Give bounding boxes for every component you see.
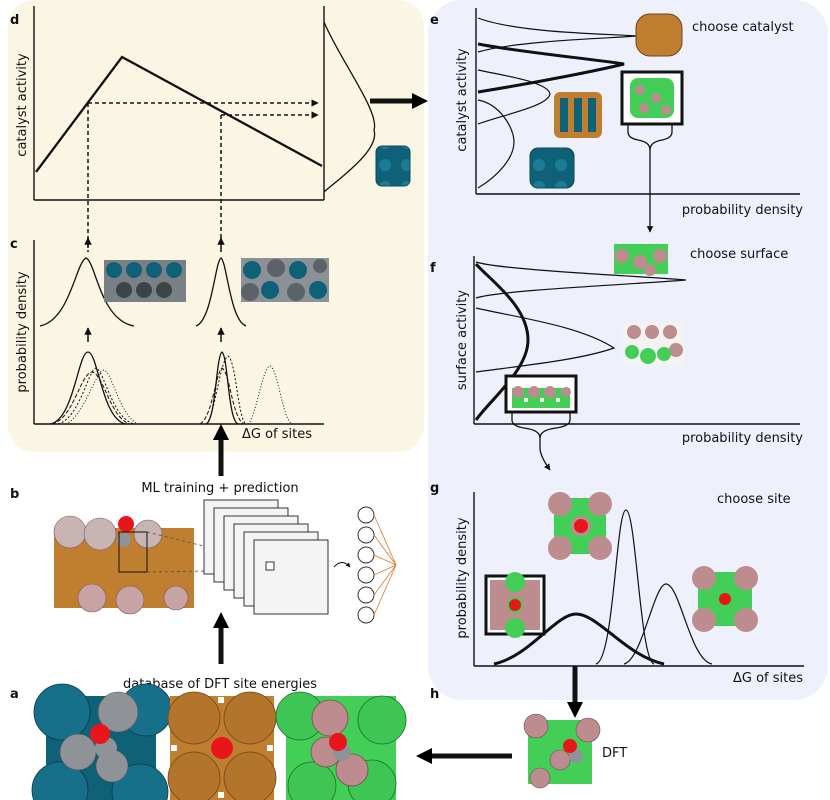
dft-site-copper: [167, 691, 277, 800]
panel-d-activity-distribution: [323, 21, 376, 193]
arrow-f-to-g: [511, 412, 551, 471]
panel-c-letter: c: [10, 237, 18, 252]
selected-surface-icon: [504, 374, 578, 414]
panel-d-letter: d: [10, 13, 19, 28]
dft-site-teal: [31, 683, 173, 800]
panel-g-ylabel: probability density: [455, 517, 470, 638]
panel-e-letter: e: [430, 13, 439, 28]
panel-g-letter: g: [430, 481, 439, 496]
panel-g-axes: [473, 492, 804, 667]
panel-e-bracket-right: [649, 124, 673, 151]
panel-e-distributions: [477, 17, 637, 189]
panel-f-caption: choose surface: [690, 247, 788, 262]
copper-teal-nanoparticle-icon: [554, 92, 602, 138]
neural-net-output-nodes: [357, 506, 375, 624]
panel-c-upper-peak-right: [195, 257, 247, 327]
cnn-feature-maps: [203, 499, 329, 615]
panel-g-xlabel: ΔG of sites: [733, 671, 803, 686]
panel-h-letter: h: [430, 687, 439, 702]
panel-b-letter: b: [10, 487, 19, 502]
panel-f-distributions: [474, 261, 687, 421]
panel-c-surface-image-right: [241, 258, 329, 302]
panel-b-surface-slab: [53, 515, 194, 615]
panel-c-surface-image-left: [104, 260, 186, 302]
panel-g-distributions: [493, 509, 713, 666]
panel-h-caption: DFT: [602, 746, 627, 761]
site-icon-right: [692, 566, 758, 632]
volcano-dashed-guides: [87, 99, 319, 252]
panel-f-ylabel: surface activity: [455, 290, 470, 390]
panel-f-xlabel: probability density: [682, 431, 803, 446]
panel-d-axes: [33, 6, 325, 201]
panel-e-axes: [475, 8, 800, 195]
panel-f-axes: [473, 256, 800, 425]
panel-c-ylabel: probability density: [15, 271, 30, 392]
site-icon-top: [548, 492, 612, 560]
copper-nanoparticle-icon: [635, 13, 683, 57]
dft-calculation-site: [523, 713, 601, 789]
panel-b-caption: ML training + prediction: [141, 481, 298, 496]
panel-g-caption: choose site: [717, 492, 791, 507]
selected-site-icon: [484, 572, 546, 638]
panel-d-ylabel: catalyst activity: [15, 53, 30, 157]
arrow-e-to-f: [627, 124, 654, 233]
panel-c-site-distributions: [49, 351, 293, 425]
panel-a-caption: database of DFT site energies: [123, 677, 317, 692]
dft-site-green-mauve: [275, 691, 407, 800]
surface-icon-top: [614, 244, 668, 276]
panel-c-xlabel: ΔG of sites: [242, 427, 312, 442]
panel-c-axes: [33, 240, 324, 425]
teal-nanoparticle-icon: [375, 145, 411, 187]
left-panel-background: [8, 0, 424, 452]
teal-nanoparticle-small-icon: [529, 147, 575, 189]
panel-f-bracket-right: [539, 412, 571, 439]
surface-icon-middle: [622, 322, 684, 366]
volcano-curve: [35, 55, 323, 173]
cnn-output-arrow: [333, 562, 351, 568]
panel-e-xlabel: probability density: [682, 203, 803, 218]
panel-f-letter: f: [430, 261, 436, 276]
panel-a-letter: a: [10, 687, 19, 702]
panel-e-ylabel: catalyst activity: [455, 48, 470, 152]
panel-e-caption: choose catalyst: [692, 20, 794, 35]
neural-net-connections: [373, 514, 397, 616]
selected-green-mauve-nanoparticle-icon: [620, 70, 684, 126]
panel-c-upper-peak-left: [39, 257, 135, 327]
